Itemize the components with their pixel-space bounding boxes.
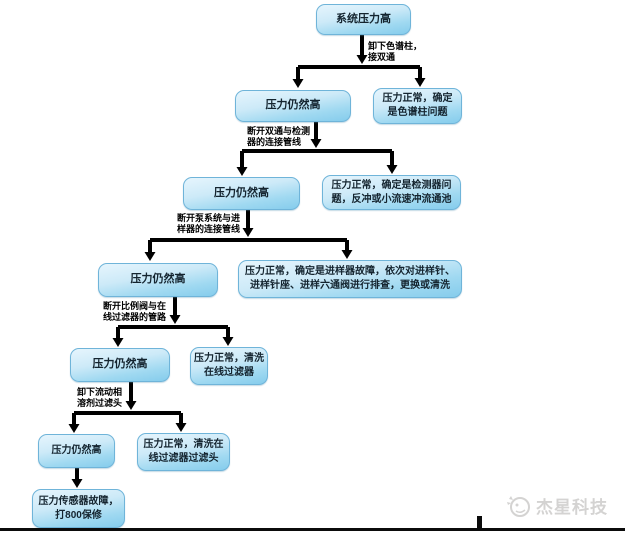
node-pressure-normal-sampler-fault: 压力正常，确定是进样器故障，依次对进样针、进样针座、进样六通阀进行排查，更换或清…	[238, 260, 462, 298]
edge-label-remove-column: 卸下色谱柱，接双通	[368, 41, 423, 62]
node-system-pressure-high: 系统压力高	[316, 4, 411, 35]
node-pressure-normal-column-problem: 压力正常，确定是色谱柱问题	[373, 88, 462, 124]
watermark-text: 杰星科技	[536, 498, 608, 517]
arrowhead	[236, 167, 248, 176]
watermark: 杰星科技	[505, 492, 608, 519]
arrowhead	[242, 228, 254, 237]
node-pressure-still-high-3: 压力仍然高	[98, 263, 218, 297]
node-pressure-still-high-2: 压力仍然高	[183, 177, 300, 210]
edge-label-disconnect-pump-sampler: 断开泵系统与进样器的连接管线	[177, 213, 241, 234]
arrowheads	[68, 55, 426, 488]
arrowhead	[71, 479, 83, 488]
node-pressure-still-high-4: 压力仍然高	[70, 348, 170, 382]
node-pressure-still-high-5: 压力仍然高	[38, 434, 115, 468]
node-pressure-normal-clean-inline-filter: 压力正常，清洗在线过滤器	[190, 347, 268, 385]
node-pressure-sensor-fault: 压力传感器故障，打800保修	[32, 489, 125, 528]
arrowhead	[68, 424, 80, 433]
arrowhead	[386, 165, 398, 174]
arrowhead	[414, 78, 426, 87]
arrowhead	[222, 337, 234, 346]
node-pressure-normal-clean-filter-head: 压力正常，清洗在线过滤器过滤头	[137, 433, 230, 471]
bottom-divider-line	[0, 528, 625, 531]
arrowhead	[341, 250, 353, 259]
node-pressure-normal-detector-problem: 压力正常，确定是检测器问题，反冲或小流速冲流通池	[322, 175, 461, 210]
arrowhead	[112, 338, 124, 347]
jiexing-logo-icon	[507, 496, 530, 517]
bottom-tick-mark	[477, 516, 482, 528]
arrowhead	[125, 401, 137, 410]
arrowhead	[144, 252, 156, 261]
arrowhead	[310, 139, 322, 148]
edge-label-disconnect-union-detector: 断开双通与检测器的连接管线	[247, 126, 311, 147]
edge-label-disconnect-valve-filter: 断开比例阀与在线过滤器的管路	[103, 301, 167, 322]
arrowhead	[292, 79, 304, 88]
node-pressure-still-high-1: 压力仍然高	[235, 90, 351, 122]
arrowhead	[356, 55, 368, 64]
arrowhead	[175, 423, 187, 432]
connector-lines	[72, 35, 422, 481]
edge-label-remove-solvent-filter-head: 卸下流动相溶剂过滤头	[77, 387, 123, 408]
arrowhead	[169, 315, 181, 324]
